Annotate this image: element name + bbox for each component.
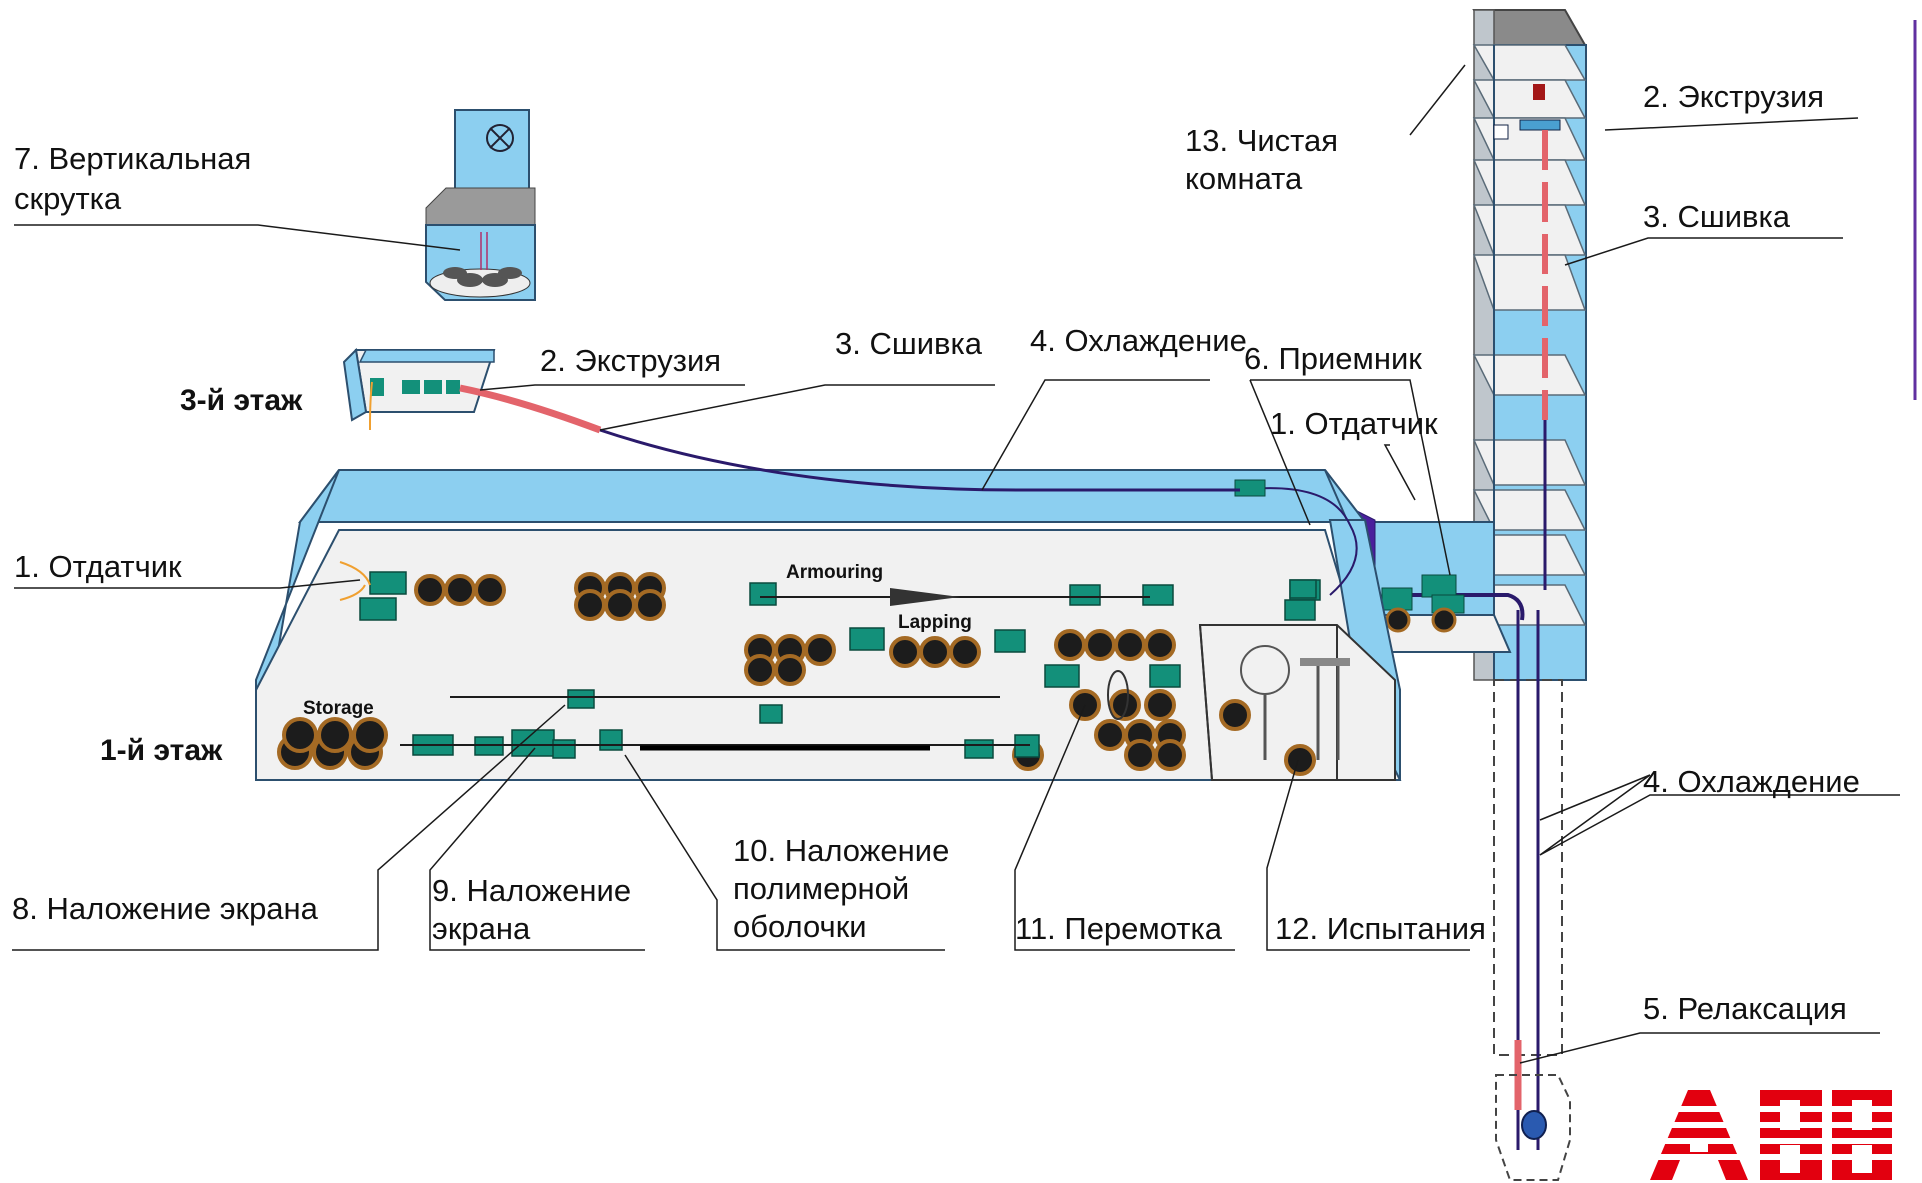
label-extrusion-3rd: 2. Экструзия (540, 342, 721, 379)
label-lapping: Lapping (898, 612, 972, 634)
abb-logo (1650, 1090, 1900, 1180)
label-tower-crosslinking: 3. Сшивка (1643, 198, 1790, 235)
label-rewinding-11: 11. Перемотка (1015, 910, 1222, 947)
label-tower-extrusion: 2. Экструзия (1643, 78, 1824, 115)
label-clean-room-1: 13. Чистая (1185, 122, 1338, 159)
label-screen-8: 8. Наложение экрана (12, 890, 318, 927)
label-sheath-10-3: оболочки (733, 908, 867, 945)
label-crosslinking: 3. Сшивка (835, 325, 982, 362)
label-testing-12: 12. Испытания (1275, 910, 1486, 947)
floor-label-third: 3-й этаж (180, 382, 302, 419)
floor-label-first: 1-й этаж (100, 732, 222, 769)
label-screen-9-1: 9. Наложение (432, 872, 631, 909)
label-armouring: Armouring (786, 562, 883, 584)
label-clean-room-2: комната (1185, 160, 1302, 197)
label-tower-relaxation: 5. Релаксация (1643, 990, 1847, 1027)
main-building (256, 470, 1400, 780)
label-tower-cooling: 4. Охлаждение (1643, 763, 1860, 800)
label-vertical-twist-1: 7. Вертикальная (14, 140, 251, 177)
label-pay-off-right: 1. Отдатчик (1270, 405, 1438, 442)
vertical-twist-building (426, 110, 535, 300)
label-sheath-10-1: 10. Наложение (733, 832, 949, 869)
label-pay-off-left: 1. Отдатчик (14, 548, 182, 585)
label-screen-9-2: экрана (432, 910, 530, 947)
label-vertical-twist-2: скрутка (14, 180, 121, 217)
label-cooling: 4. Охлаждение (1030, 322, 1247, 359)
label-take-up: 6. Приемник (1244, 340, 1422, 377)
label-storage: Storage (303, 698, 374, 720)
label-sheath-10-2: полимерной (733, 870, 909, 907)
